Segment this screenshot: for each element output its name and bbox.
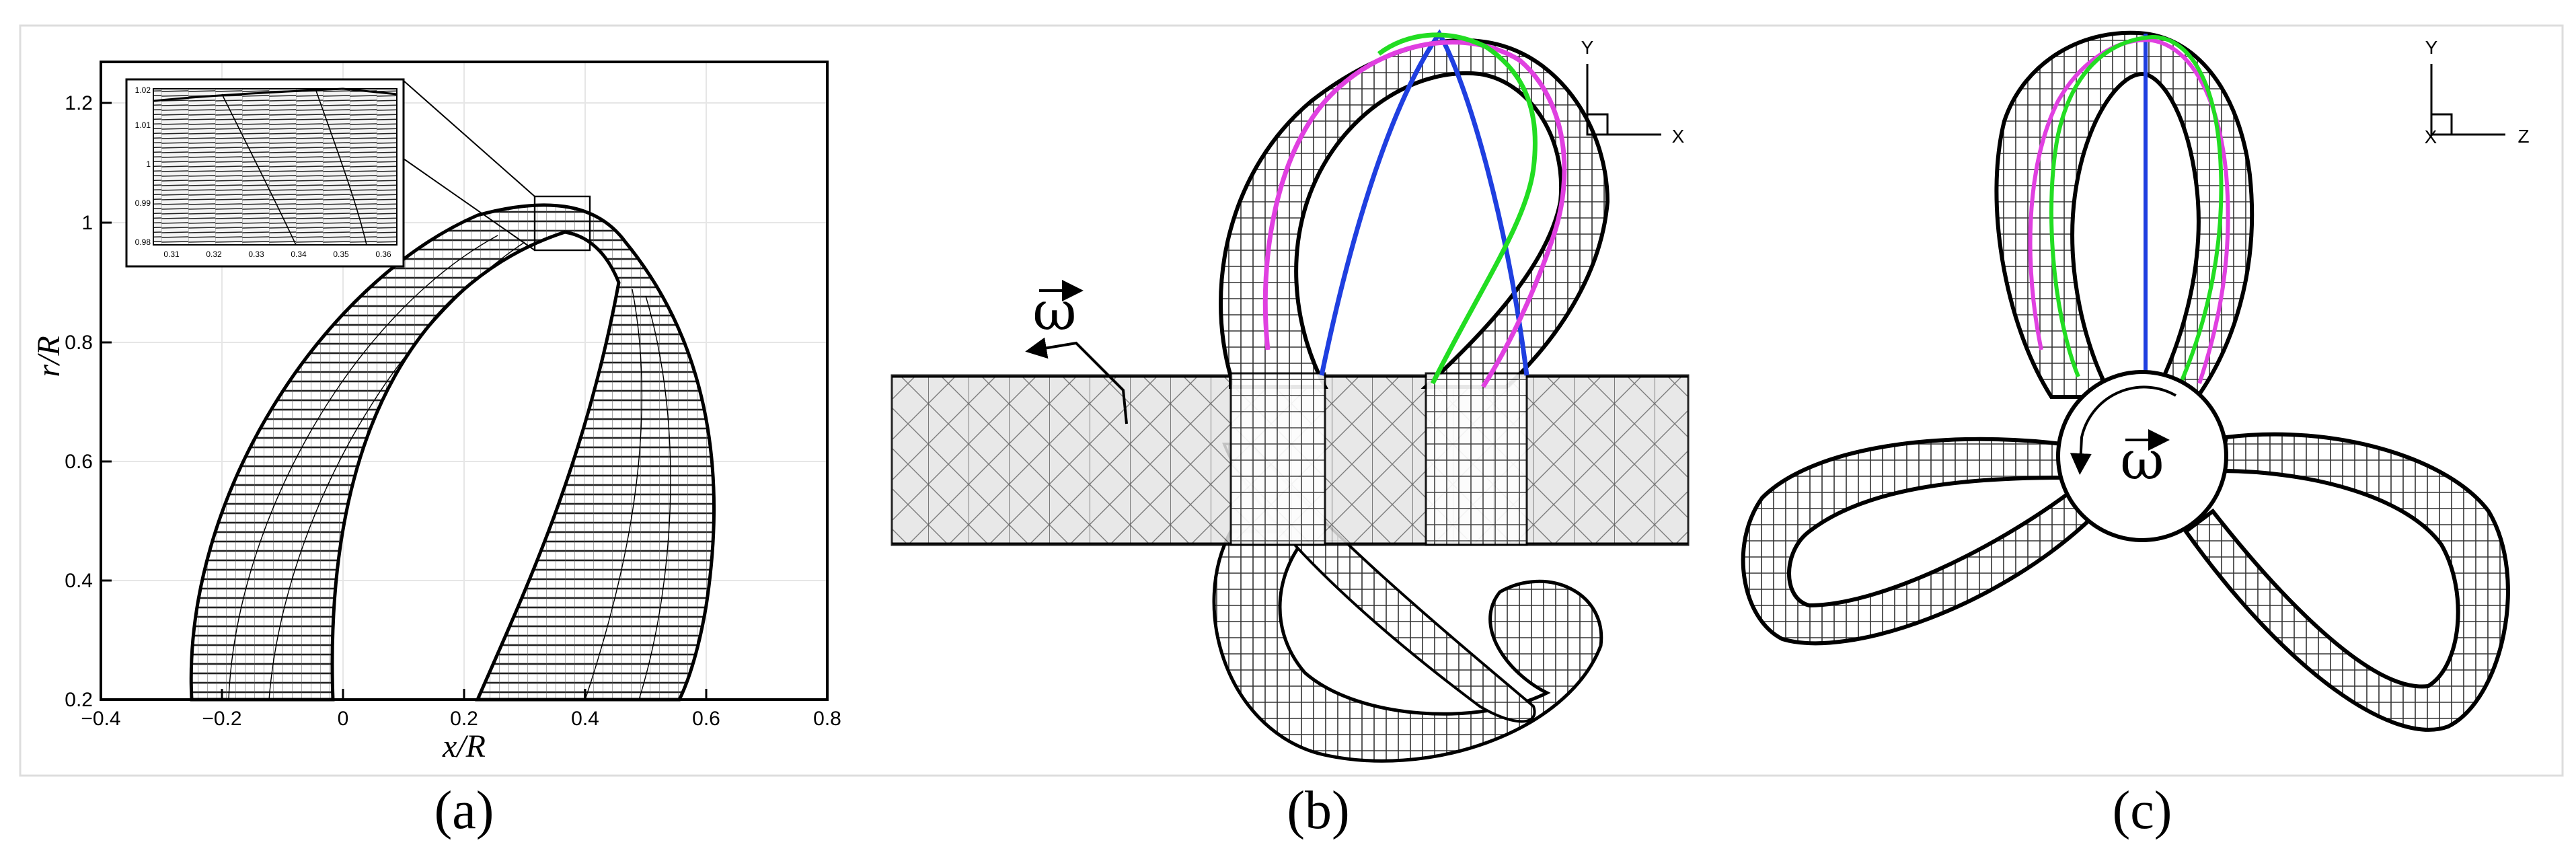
zoom-inset: 0.31 0.32 0.33 0.34 0.35 0.36 0.98 0.99 … [125,78,405,268]
x-tick-label: 0.2 [450,708,478,730]
inset-y-tick-label: 0.98 [135,237,151,247]
inset-x-tick-label: 0.32 [206,250,222,259]
blade-lower-loop [1212,529,1603,763]
y-tick-label: 1 [81,212,93,234]
inset-x-tick-label: 0.36 [375,250,391,259]
inset-y-tick-label: 1.01 [135,120,151,130]
hub-disk [2056,370,2228,542]
y-tick-label: 0.4 [65,570,93,592]
magenta-line [1262,40,1567,388]
axis-tick-marks [100,102,829,701]
blade-root [1229,372,1326,546]
zoom-leader-line [403,158,535,251]
blade-meridional-view [189,203,716,702]
inset-y-tick-label: 1 [146,159,151,169]
triad-z-label: Z [2517,126,2529,147]
y-tick-label: 1.2 [65,92,93,114]
zoom-region-box [533,195,591,252]
coordinate-triad [2430,64,2505,136]
inset-x-tick-label: 0.34 [291,250,307,259]
x-tick-label: −0.4 [81,708,120,730]
inset-x-tick-label: 0.35 [333,250,349,259]
omega-symbol: ω [2120,429,2164,492]
caption-c: (c) [2112,781,2172,840]
magenta-line [2028,38,2230,384]
blade-left [1741,437,2102,646]
figure-frame [19,24,2564,777]
blade-top [1994,30,2255,406]
y-tick-label: 0.2 [65,689,93,711]
x-tick-label: 0 [338,708,349,730]
panel-a-plot: −0.4 −0.2 0 0.2 0.4 0.6 0.8 0.2 0.4 0.6 … [31,61,841,764]
rotation-arrow [2070,385,2176,475]
inset-x-tick-label: 0.31 [163,250,180,259]
blade-upper-loop [1219,38,1610,389]
panel-c-front-view: ω Y Z X [1741,30,2530,732]
caption-a: (a) [434,781,494,840]
x-tick-label: −0.2 [202,708,241,730]
y-axis-label: r/R [31,336,67,377]
triad-x-label: X [1672,126,1685,147]
panel-b-side-view: ω Y X [891,29,1690,763]
omega-symbol: ω [1032,280,1076,342]
triad-x-label: X [2425,126,2437,147]
y-tick-label: 0.8 [65,332,93,354]
inset-y-tick-label: 0.99 [135,198,151,208]
caption-b: (b) [1287,781,1350,840]
green-line [2049,34,2224,388]
rotation-arrow [1025,337,1128,424]
inset-y-tick-label: 1.02 [135,85,151,95]
x-tick-label: 0.8 [813,708,841,730]
blade-right [2183,432,2510,732]
blade-root [1425,372,1528,546]
y-tick-label: 0.6 [65,451,93,473]
x-axis-label: x/R [442,729,486,764]
coordinate-triad [1586,64,1661,136]
x-tick-label: 0.6 [692,708,720,730]
triad-y-label: Y [1581,37,1594,58]
zoom-leader-line [403,80,535,197]
inset-x-tick-label: 0.33 [248,250,264,259]
green-line [1377,32,1538,385]
x-tick-label: 0.4 [571,708,599,730]
triad-y-label: Y [2425,37,2438,58]
